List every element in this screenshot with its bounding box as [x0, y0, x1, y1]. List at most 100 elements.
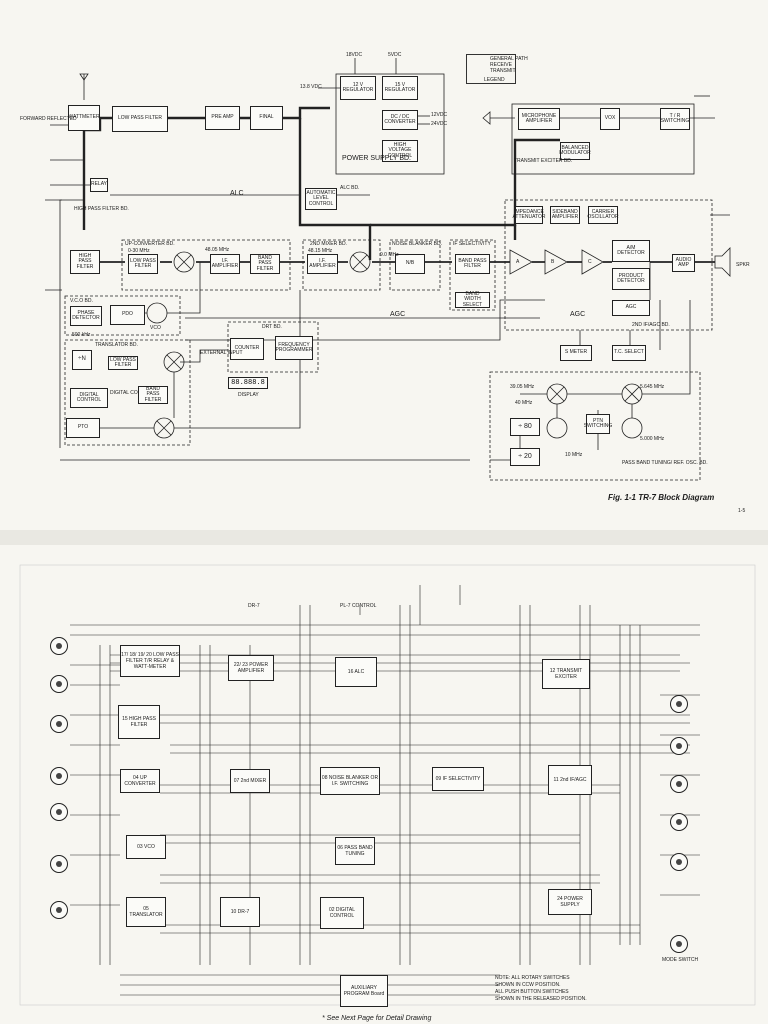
- board-04-up-converter: 04 UP CONVERTER: [120, 769, 160, 793]
- dc-dc-converter-block: DC / DC CONVERTER: [382, 110, 418, 130]
- board-10-dr7: 10 DR-7: [220, 897, 260, 927]
- board-08-noise-blanker: 08 NOISE BLANKER OR I.F. SWITCHING: [320, 767, 380, 795]
- external-input-label: EXTERNAL INPUT: [200, 350, 243, 356]
- digital-control-board-label: DIGITAL CONTROL BD.: [110, 390, 164, 396]
- low-pass-filter-2-block: LOW PASS FILTER: [128, 254, 158, 274]
- power-supply-board-label: POWER SUPPLY BD.: [342, 155, 411, 162]
- counter-block: COUNTER: [230, 338, 264, 360]
- vco-label: VCO: [150, 325, 161, 331]
- final-amp-block: FINAL: [250, 106, 283, 130]
- board-16-alc: 16 ALC: [335, 657, 377, 687]
- board-24-power-supply: 24 POWER SUPPLY: [548, 889, 592, 915]
- note-line-3: ALL PUSH BUTTON SWITCHES: [495, 989, 569, 995]
- transmit-exciter-board-label: TRANSMIT EXCITER BD.: [514, 158, 573, 164]
- pto-block: PTO: [66, 418, 100, 438]
- note-line-2: SHOWN IN CCW POSITION.: [495, 982, 561, 988]
- forward-reflected-label: FORWARD REFLECTED: [20, 116, 77, 122]
- ptn-switching-block: PTN SWITCHING: [584, 414, 612, 434]
- 13-8vdc-label: 13.8 VDC: [300, 84, 322, 90]
- right-switch-3: [670, 775, 688, 793]
- band-switch-1: [50, 637, 68, 655]
- band-switch-7: [50, 901, 68, 919]
- interconnect-diagram-page: MODE SWITCH DR-7 PL-7 CONTROL 17/ 18/ 19…: [0, 545, 768, 1024]
- interconnect-wiring: [19, 564, 756, 1006]
- translator-band-pass-filter: BAND PASS FILTER: [138, 386, 168, 404]
- automatic-level-control-block: AUTOMATIC LEVEL CONTROL: [305, 188, 337, 210]
- 18vdc-label: 18VDC: [346, 52, 363, 58]
- noise-blanker-board-label: NOISE BLANKER BD.: [392, 241, 443, 247]
- board-17-low-pass-filter: 17/ 18/ 19/ 20 LOW PASS FILTER T/R RELAY…: [120, 645, 180, 677]
- freq-range-label: 0-30 MHz: [128, 248, 150, 254]
- alc-label: ALC: [230, 190, 244, 197]
- microphone-amplifier-block: MICROPHONE AMPLIFIER: [518, 108, 560, 130]
- impedance-attenuator-block: IMPEDANCE ATTENUATOR: [512, 206, 546, 224]
- if-selectivity-label: IF SELECTIVITY: [453, 241, 491, 247]
- mode-switch-label: MODE SWITCH: [662, 957, 699, 963]
- divide-by-20-block: ÷ 20: [510, 448, 540, 466]
- see-next-page-note: * See Next Page for Detail Drawing: [322, 1015, 432, 1022]
- tc-select-block: T.C. SELECT: [612, 345, 646, 361]
- band-switch-2: [50, 675, 68, 693]
- 12v-regulator-block: 12 V REGULATOR: [340, 76, 376, 100]
- amp-b-label: B: [551, 259, 555, 265]
- agc-label-2: AGC: [570, 311, 586, 318]
- 5vdc-label: 5VDC: [388, 52, 402, 58]
- vco-board-label: V.C.O BD.: [70, 298, 93, 304]
- note-line-1: NOTE: ALL ROTARY SWITCHES: [495, 975, 570, 981]
- pl7-control-label: PL-7 CONTROL: [340, 603, 377, 609]
- agc-label-1: AGC: [390, 311, 406, 318]
- tr-switching-block: T / R SWITCHING: [660, 108, 690, 130]
- high-pass-filter-board-label: HIGH PASS FILTER BD.: [74, 206, 129, 212]
- frequency-programmer-block: FREQUENCY PROGRAMMER: [275, 336, 313, 360]
- freq-48-15-label: 48.15 MHz: [308, 248, 333, 254]
- freq-40-label: 40 MHz: [515, 400, 533, 406]
- legend-receive: RECEIVE: [490, 62, 512, 68]
- 15v-regulator-block: 15 V REGULATOR: [382, 76, 418, 100]
- freq-39-05-label: 39.05 MHz: [510, 384, 535, 390]
- noise-blanker-block: N/B: [395, 254, 425, 274]
- digital-control-block: DIGITAL CONTROL: [70, 388, 108, 408]
- dr7-label: DR-7: [248, 603, 260, 609]
- if-amplifier-2-block: I.F. AMPLIFIER: [307, 254, 338, 274]
- alc-board-label: ALC BD.: [340, 185, 360, 191]
- low-pass-filter-block: LOW PASS FILTER: [112, 106, 168, 132]
- agc-block: AGC: [612, 300, 650, 316]
- sideband-amplifier-block: SIDEBAND AMPLIFIER: [550, 206, 580, 224]
- right-switch-4: [670, 813, 688, 831]
- product-detector-block: PRODUCT DETECTOR: [612, 268, 650, 290]
- phase-detector-block: PHASE DETECTOR: [70, 306, 102, 326]
- band-pass-filter-block: BAND PASS FILTER: [250, 254, 280, 274]
- legend-general-path: GENERAL PATH: [490, 56, 528, 62]
- pass-band-tuning-board-label: PASS BAND TUNING/ REF. OSC. BD.: [622, 460, 708, 466]
- freq-9-0-label: 9.0 MHz: [380, 252, 399, 258]
- board-15-high-pass-filter: 15 HIGH PASS FILTER: [118, 705, 160, 739]
- translator-board-label: TRANSLATOR BD.: [95, 342, 138, 348]
- relay-block: RELAY: [90, 178, 108, 192]
- high-voltage-control-block: HIGH VOLTAGE CONTROL: [382, 140, 418, 162]
- board-12-transmit-exciter: 12 TRANSMIT EXCITER: [542, 659, 590, 689]
- board-05-translator: 05 TRANSLATOR: [126, 897, 166, 927]
- display-label: DISPLAY: [238, 392, 259, 398]
- 2nd-mixer-board-label: 2ND MIXER BD.: [310, 241, 347, 247]
- high-pass-filter-block: HIGH PASS FILTER: [70, 250, 100, 274]
- speaker-label: SPKR: [736, 262, 750, 268]
- bandwidth-select-block: BAND WIDTH SELECT: [455, 291, 490, 308]
- band-switch-3: [50, 715, 68, 733]
- drt-board-label: DRT BD.: [262, 324, 282, 330]
- carrier-oscillator-block: CARRIER OSCILLATOR: [587, 206, 619, 224]
- legend-title: LEGEND: [484, 77, 505, 83]
- right-switch-1: [670, 695, 688, 713]
- board-07-2nd-mixer: 07 2nd MIXER: [230, 769, 270, 793]
- translator-low-pass-filter: LOW PASS FILTER: [108, 356, 138, 370]
- board-06-pass-band-tuning: 06 PASS BAND TUNING: [335, 837, 375, 865]
- display-digits: 88.888.8: [228, 377, 268, 389]
- page-divider: [0, 530, 768, 545]
- right-switch-5: [670, 853, 688, 871]
- legend-transmit: TRANSMIT: [490, 68, 516, 74]
- pdo-block: PDO: [110, 305, 145, 325]
- vox-block: VOX: [600, 108, 620, 130]
- up-converter-board-label: UP-CONVERTER BD.: [125, 241, 175, 247]
- if-amplifier-1-block: I.F. AMPLIFIER: [210, 254, 240, 274]
- right-switch-2: [670, 737, 688, 755]
- am-detector-block: A/M DETECTOR: [612, 240, 650, 262]
